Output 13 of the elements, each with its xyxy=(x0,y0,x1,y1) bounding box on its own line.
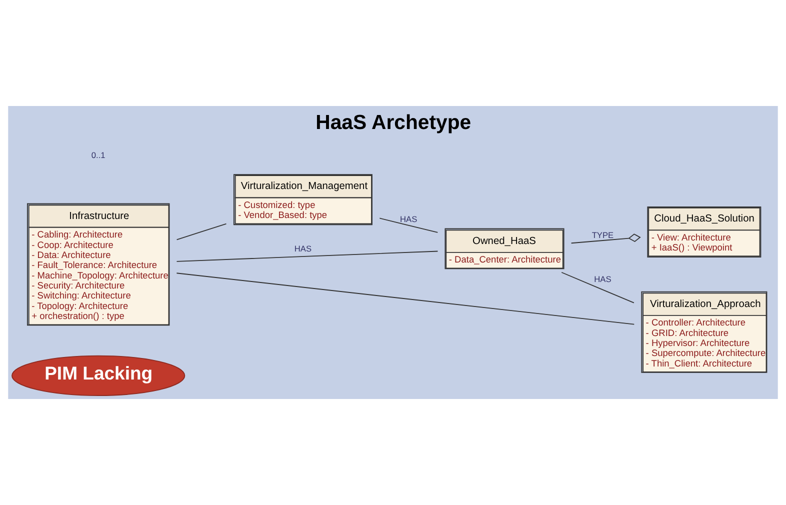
connector xyxy=(561,272,634,304)
connector xyxy=(176,272,635,325)
label: 0..1 xyxy=(91,150,106,160)
edge-label: HAS xyxy=(400,214,418,224)
edge-label: HAS xyxy=(594,274,612,284)
diagram-title: HaaS Archetype xyxy=(316,112,472,134)
edge-label: HAS xyxy=(294,244,312,254)
connector xyxy=(379,218,438,233)
edge-label: TYPE xyxy=(592,230,614,240)
connector xyxy=(176,223,227,240)
node-ellipse: PIM Lacking xyxy=(12,355,186,396)
connector xyxy=(176,250,438,262)
connector xyxy=(570,234,641,244)
